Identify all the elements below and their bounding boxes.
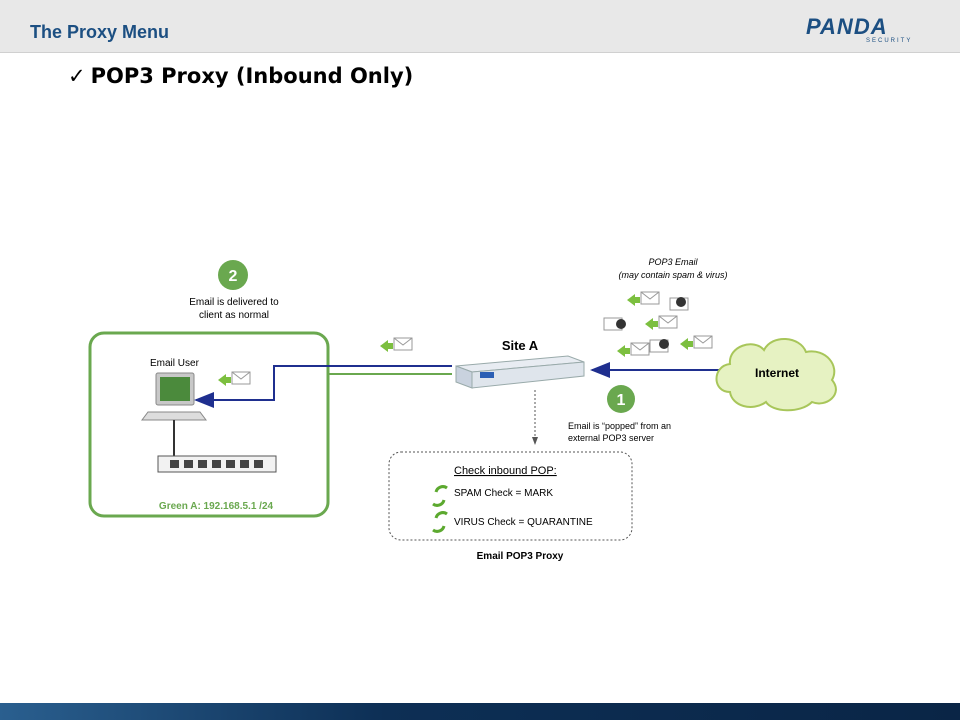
- email-user-label: Email User: [150, 358, 200, 369]
- computer-icon: [141, 372, 207, 456]
- delivery-arrow: [194, 365, 452, 408]
- green-network-box: [88, 331, 330, 518]
- subtitle-text: POP3 Proxy (Inbound Only): [90, 64, 414, 88]
- check-box-title: Check inbound POP:: [454, 465, 557, 477]
- footer-bar: [0, 703, 960, 720]
- slide-subtitle: ✓POP3 Proxy (Inbound Only): [68, 64, 413, 88]
- step-1-badge: 1: [607, 385, 635, 413]
- step-1-caption-line2: external POP3 server: [568, 433, 654, 443]
- header-bar: The Proxy Menu PANDA SECURITY: [0, 0, 960, 53]
- incoming-emails-cluster: [603, 291, 713, 357]
- logo-sub: SECURITY: [866, 38, 913, 44]
- header-title: The Proxy Menu: [30, 22, 170, 42]
- virus-check-item: VIRUS Check = QUARANTINE: [454, 517, 593, 528]
- proxy-check-box: [388, 451, 633, 541]
- step-2-number: 2: [229, 268, 238, 285]
- checkmark-icon: ✓: [68, 64, 86, 88]
- panda-security-logo: PANDA SECURITY: [806, 14, 912, 44]
- green-network-label: Green A: 192.168.5.1 /24: [159, 501, 274, 512]
- internet-cloud-icon: [715, 338, 837, 412]
- site-a-label: Site A: [502, 338, 539, 353]
- step-1-caption-line1: Email is “popped” from an: [568, 421, 671, 431]
- refresh-icon: [432, 511, 448, 533]
- step-2-caption-line2: client as normal: [199, 310, 269, 321]
- step-1-number: 1: [617, 392, 626, 409]
- spam-check-item: SPAM Check = MARK: [454, 488, 553, 499]
- outbound-email-icon: [380, 337, 413, 352]
- step-2-caption-line1: Email is delivered to: [189, 297, 279, 308]
- internet-label: Internet: [755, 366, 799, 380]
- pop3-email-label-line2: (may contain spam & virus): [618, 270, 727, 280]
- logo-brand: PANDA: [806, 14, 888, 39]
- firewall-appliance-icon: [455, 355, 585, 389]
- network-switch-icon: [157, 455, 277, 473]
- step-2-badge: 2: [218, 260, 248, 290]
- proxy-label: Email POP3 Proxy: [477, 551, 564, 562]
- pop3-email-label-line1: POP3 Email: [648, 257, 698, 267]
- refresh-icon: [432, 485, 448, 507]
